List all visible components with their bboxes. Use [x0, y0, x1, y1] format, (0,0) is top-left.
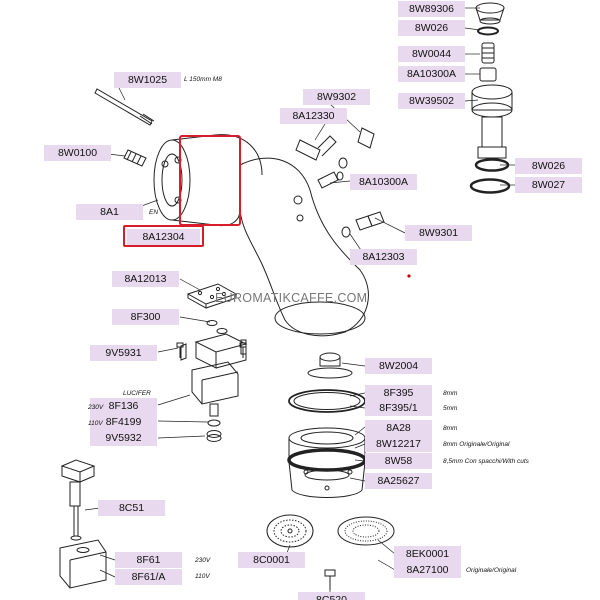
part-label-8w0044: 8W0044: [398, 46, 465, 62]
part-label-8f136: 8F136: [90, 398, 157, 414]
part-label-8a12303: 8A12303: [350, 249, 417, 265]
note-5mm-8f395-1: 5mm: [443, 405, 458, 412]
part-label-9v5932: 9V5932: [90, 430, 157, 446]
part-label-8w026-right: 8W026: [515, 158, 582, 174]
part-label-8f395-1: 8F395/1: [365, 400, 432, 416]
part-label-8a25627: 8A25627: [365, 473, 432, 489]
small-screws-drawing: [176, 342, 247, 358]
part-label-8w2004: 8W2004: [365, 358, 432, 374]
part-label-8a12013: 8A12013: [112, 271, 179, 287]
note-lucifer: LUCIFER: [123, 390, 151, 397]
part-label-8w58: 8W58: [365, 453, 432, 469]
solenoid-valve-drawing: [180, 333, 248, 442]
note-85mm-cuts: 8,5mm Con spacchi/With cuts: [443, 458, 529, 465]
part-label-8w9301: 8W9301: [405, 225, 472, 241]
part-label-8w026-top: 8W026: [398, 20, 465, 36]
gasket-plate-drawing: [186, 283, 238, 309]
part-label-8c51: 8C51: [98, 500, 165, 516]
part-label-8w9302: 8W9302: [303, 89, 370, 105]
note-en: EN: [149, 209, 159, 216]
valve-8c51-drawing: [60, 459, 96, 541]
part-label-8w12217: 8W12217: [365, 436, 432, 452]
note-230v-8f136: 230V: [88, 404, 104, 411]
part-label-8f395: 8F395: [365, 385, 432, 401]
highlight-box-label-8a12304: [123, 225, 204, 247]
note-8mm-8a28: 8mm: [443, 425, 458, 432]
screw-8w0100-drawing: [123, 149, 147, 167]
part-label-8w39502: 8W39502: [398, 93, 465, 109]
note-110v-8f61a: 110V: [195, 573, 210, 580]
part-label-8w027: 8W027: [515, 177, 582, 193]
part-label-8ek0001: 8EK0001: [394, 546, 461, 562]
note-original-8a27100: Originale/Original: [466, 567, 517, 574]
part-label-8w89306: 8W89306: [398, 1, 465, 17]
part-label-8a10300a-right: 8A10300A: [398, 66, 465, 82]
screw-8c520-drawing: [324, 569, 336, 590]
part-label-8f61-a: 8F61/A: [115, 569, 182, 585]
part-label-8a28: 8A28: [365, 420, 432, 436]
long-screw-drawing: [94, 88, 155, 126]
part-label-8c0001: 8C0001: [238, 552, 305, 568]
part-label-8w0100: 8W0100: [44, 145, 111, 161]
part-label-8f61: 8F61: [115, 552, 182, 568]
note-230v-8f61: 230V: [195, 557, 211, 564]
part-label-8a10300a-middle: 8A10300A: [350, 174, 417, 190]
part-label-9v5931: 9V5931: [90, 345, 157, 361]
part-label-8f300: 8F300: [112, 309, 179, 325]
note-length-m8: L 150mm M8: [184, 76, 222, 83]
part-label-8a1: 8A1: [76, 204, 143, 220]
group-body-drawing: [153, 134, 369, 337]
note-110v-8f4199: 110V: [88, 420, 103, 427]
part-label-8a12304: 8A12304: [127, 229, 200, 245]
highlight-box-gasket: [179, 135, 241, 226]
oring-8f300-a-drawing: [206, 320, 218, 326]
oring-8f300-b-drawing: [216, 328, 228, 334]
fittings-drawing: [295, 127, 385, 238]
part-label-8w1025: 8W1025: [114, 72, 181, 88]
note-8mm-original: 8mm Originale/Original: [443, 441, 510, 448]
part-label-8a12330: 8A12330: [280, 108, 347, 124]
red-dot-marker: [407, 274, 411, 278]
shower-screen-drawing: [266, 514, 395, 548]
note-8mm-8f395: 8mm: [443, 390, 458, 397]
watermark: EUROMATIKCAFFE.COM: [215, 291, 368, 305]
part-label-8f4199: 8F4199: [90, 414, 157, 430]
valve-assembly-drawing: [469, 2, 513, 194]
part-label-8c520: 8C520: [298, 592, 365, 600]
coil-8f61-drawing: [59, 539, 107, 589]
part-label-8a27100: 8A27100: [394, 562, 461, 578]
group-head-parts-drawing: [287, 352, 367, 498]
